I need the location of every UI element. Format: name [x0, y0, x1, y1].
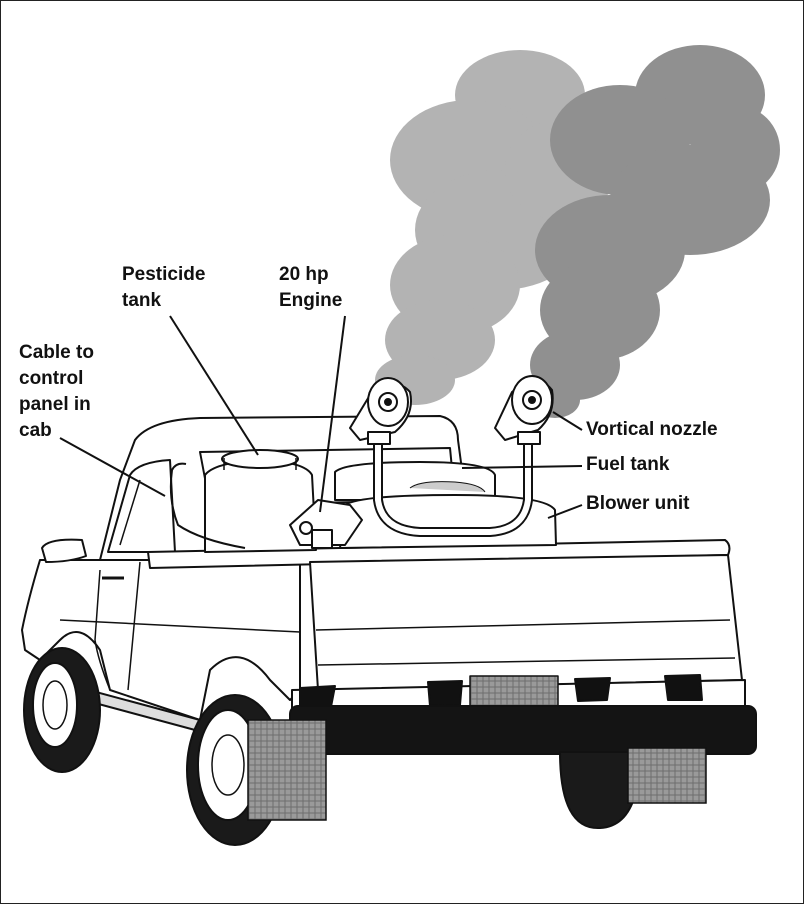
- leader-fuel-tank: [461, 465, 583, 469]
- label-blower-unit: Blower unit: [586, 493, 690, 514]
- rear-bumper: [289, 705, 757, 755]
- left-vortical-nozzle: [349, 377, 412, 445]
- leader-lines: [59, 315, 583, 519]
- label-cable: Cable to control panel in cab: [19, 342, 94, 441]
- label-fuel-tank: Fuel tank: [586, 454, 670, 475]
- leader-pesticide-tank: [169, 315, 259, 456]
- right-vortical-nozzle: [494, 375, 554, 445]
- sprayer-equipment: [169, 375, 557, 553]
- side-mirror: [41, 538, 87, 563]
- control-cable: [169, 462, 246, 549]
- smoke-plume-right: [530, 45, 780, 418]
- label-vortical-nozzle: Vortical nozzle: [586, 419, 718, 440]
- label-pesticide-tank: Pesticide tank: [122, 264, 206, 311]
- leader-cable: [59, 437, 166, 497]
- mud-flaps: [247, 719, 707, 821]
- label-engine: 20 hp Engine: [279, 264, 343, 311]
- leader-nozzle: [552, 411, 583, 431]
- leader-blower: [547, 504, 583, 519]
- leader-engine: [319, 315, 346, 513]
- truck-side-body: [21, 559, 301, 721]
- pesticide-tank-lid: [221, 449, 299, 469]
- tailgate: [309, 554, 743, 691]
